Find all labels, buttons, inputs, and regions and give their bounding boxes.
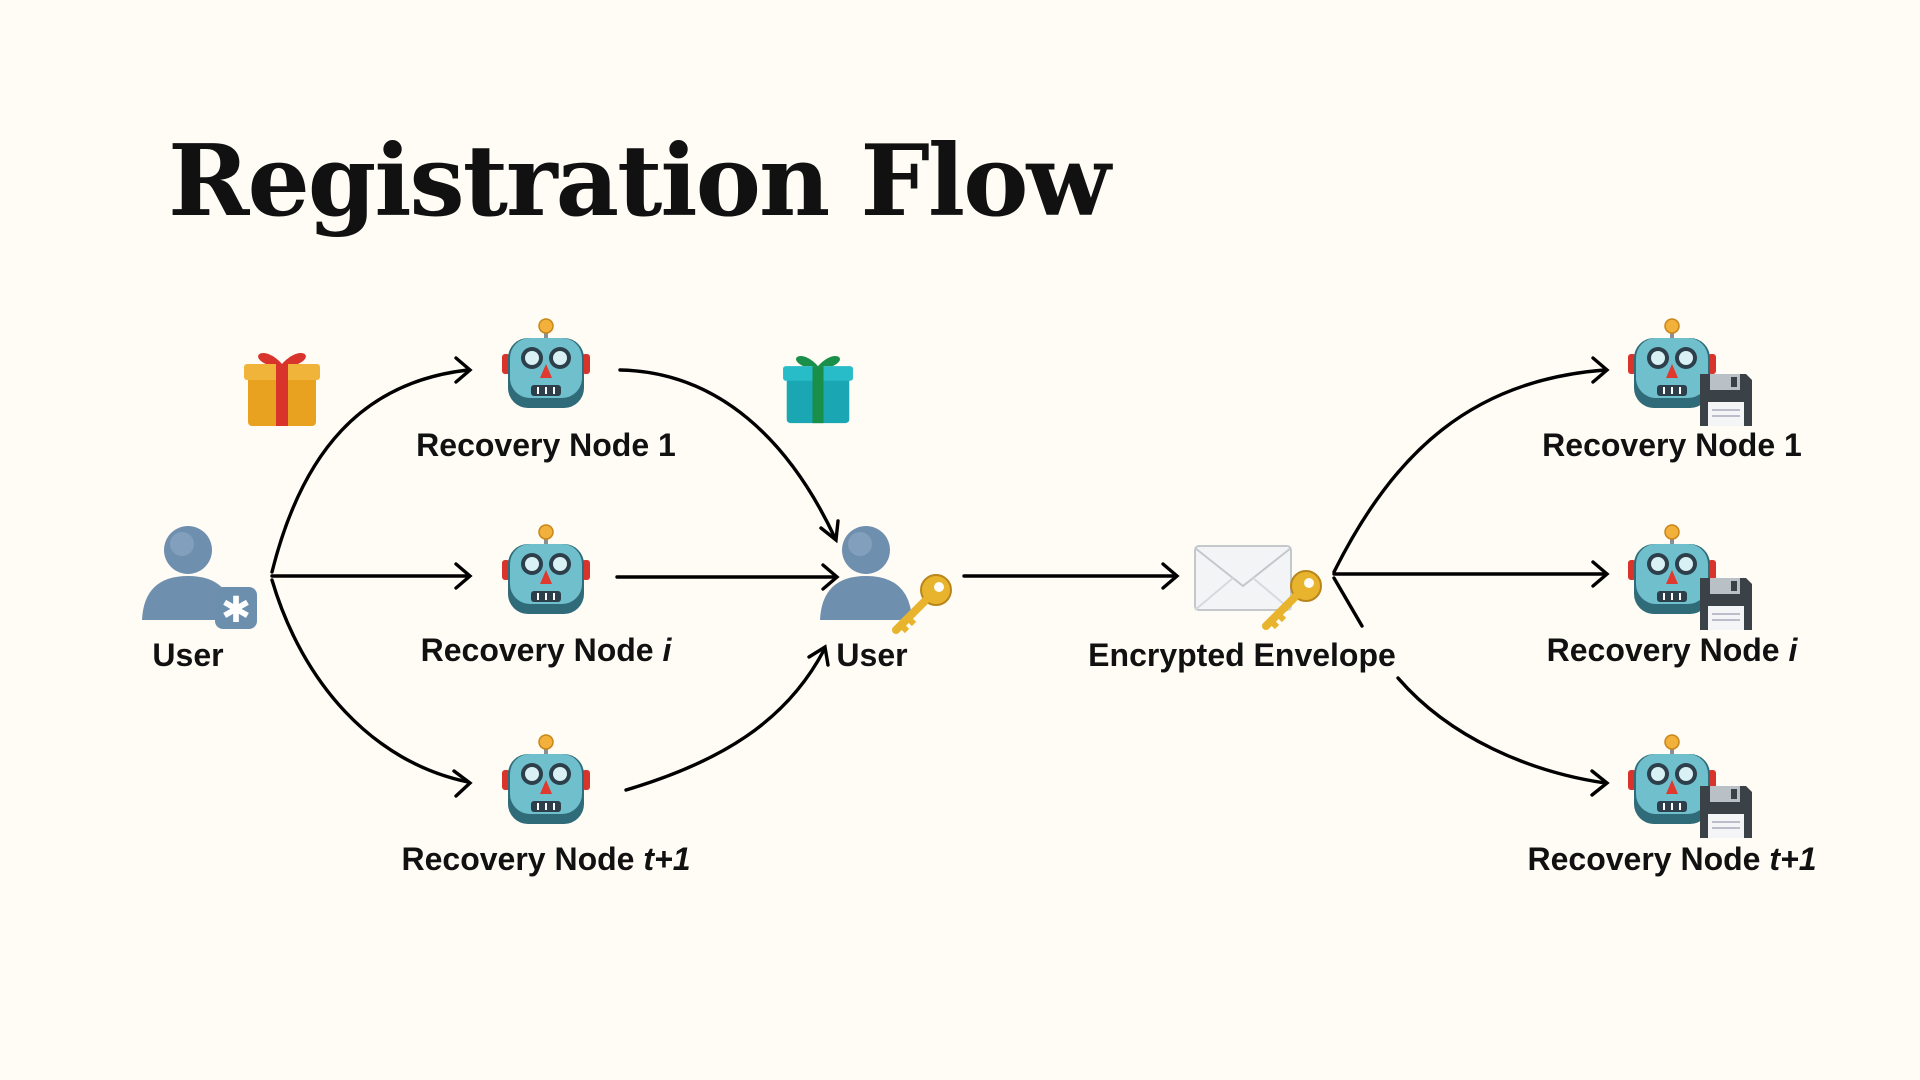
stored-node-i: Recovery Node i [1547, 523, 1799, 668]
arrowhead [807, 644, 830, 667]
user-key-node: User [820, 526, 951, 673]
svg-text:Recovery Node i: Recovery Node i [1547, 632, 1799, 668]
user-label: User [152, 637, 223, 673]
arrowhead [452, 769, 473, 798]
stored-node-1: Recovery Node 1 [1542, 317, 1802, 463]
robot-icon [500, 523, 592, 616]
floppy-disk-icon [1699, 785, 1753, 839]
edge-user-to-nodet [270, 578, 470, 784]
arrowhead [1590, 769, 1610, 797]
edge-node1-to-user-key [618, 368, 837, 540]
gift-icon [783, 356, 853, 424]
arrowhead [454, 356, 473, 384]
gift-icon [244, 353, 320, 426]
edge-envelope-to-storedt-b [1396, 676, 1607, 785]
page-title: Registration Flow [168, 124, 1111, 239]
recovery-node-t1: Recovery Node t+1 [401, 733, 691, 877]
user-key-label: User [836, 637, 907, 673]
edge-envelope-to-storedt-a [1332, 576, 1364, 628]
envelope-node: Encrypted Envelope [1088, 545, 1396, 673]
svg-text:Recovery Node t+1: Recovery Node t+1 [401, 841, 690, 877]
recovery-node-1-label: Recovery Node 1 [416, 427, 676, 463]
stored-node-i-var: i [1788, 632, 1798, 668]
stored-node-i-label: Recovery Node [1547, 632, 1780, 668]
stored-node-t1: Recovery Node t+1 [1527, 733, 1817, 877]
edge-nodet-to-user-key [624, 648, 826, 792]
recovery-node-i-label: Recovery Node [421, 632, 654, 668]
stored-node-t1-var: t+1 [1769, 841, 1816, 877]
floppy-disk-icon [1699, 577, 1753, 631]
stored-node-1-label: Recovery Node 1 [1542, 427, 1802, 463]
user-node: ✱ User [142, 526, 257, 673]
svg-text:✱: ✱ [221, 590, 251, 631]
edges [270, 356, 1610, 798]
arrowhead [1161, 562, 1180, 590]
envelope-label: Encrypted Envelope [1088, 637, 1396, 673]
edge-envelope-to-stored1 [1332, 368, 1607, 574]
recovery-node-t1-var: t+1 [643, 841, 690, 877]
recovery-node-1: Recovery Node 1 [416, 317, 676, 463]
arrowhead [1591, 356, 1610, 384]
recovery-node-i: Recovery Node i [421, 523, 673, 668]
svg-text:Recovery Node i: Recovery Node i [421, 632, 673, 668]
asterisk-icon: ✱ [215, 587, 257, 631]
stored-node-t1-label: Recovery Node [1527, 841, 1760, 877]
recovery-node-i-var: i [662, 632, 672, 668]
arrowhead [1591, 560, 1610, 588]
recovery-node-t1-label: Recovery Node [401, 841, 634, 877]
arrowhead [821, 563, 840, 591]
floppy-disk-icon [1699, 373, 1753, 427]
svg-text:Recovery Node t+1: Recovery Node t+1 [1527, 841, 1816, 877]
arrowhead [454, 562, 473, 590]
robot-icon [500, 733, 592, 826]
robot-icon [500, 317, 592, 410]
arrowhead [819, 519, 840, 544]
edge-user-to-node1 [270, 368, 470, 574]
envelope-icon [1194, 545, 1292, 611]
